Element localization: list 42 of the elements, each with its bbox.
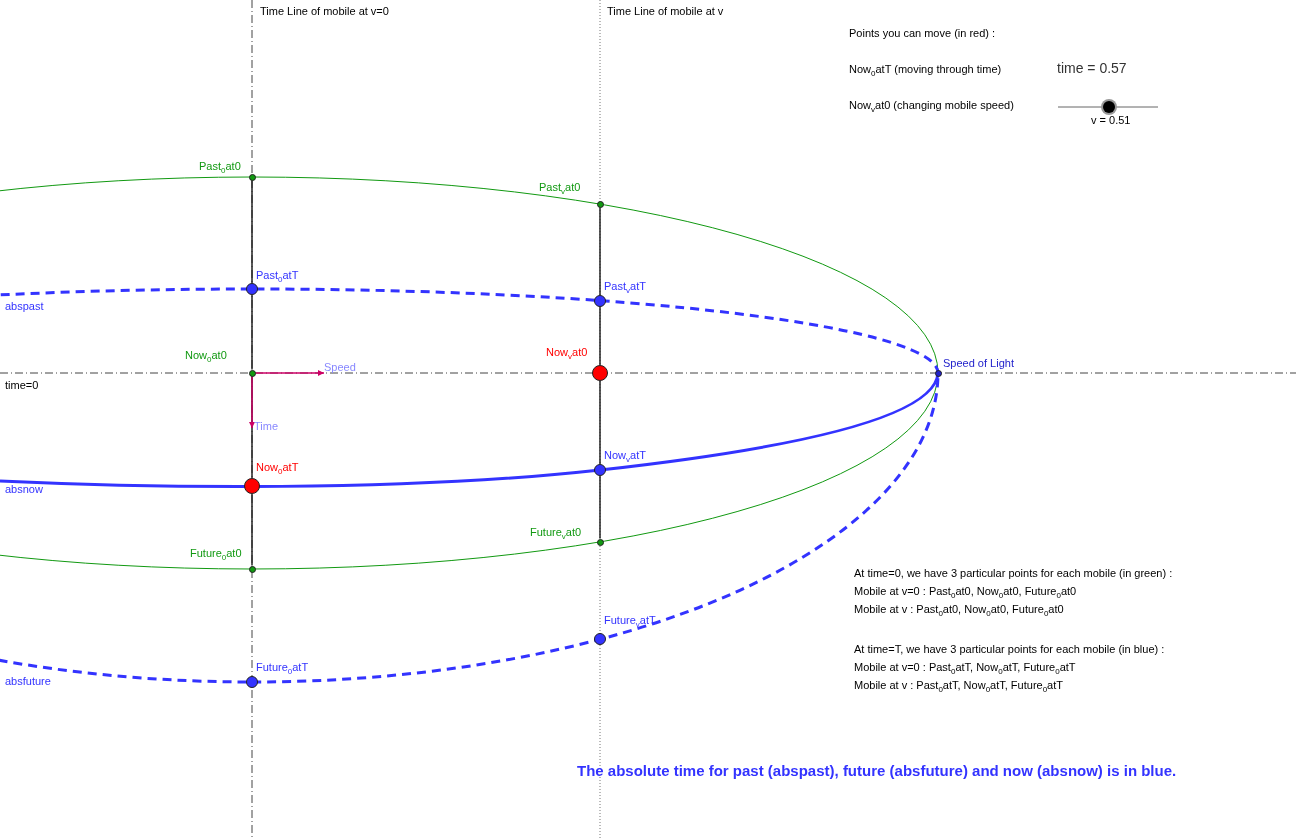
point-label: Future$_{v}$atT — [604, 614, 656, 626]
arrow — [249, 375, 255, 429]
line-segment — [599, 475, 601, 540]
curve-label: absnow — [5, 483, 43, 495]
point-label: Past$_{0}$at0 — [199, 160, 241, 172]
axis-label: Speed — [324, 361, 356, 373]
note-text: Mobile at v=0 : Past$_{0}$at0, Now$_{0}$at0, Future$_{0}$at0 — [854, 585, 1077, 597]
point-label: Past$_{v}$at0 — [539, 181, 581, 193]
arrow — [254, 370, 325, 376]
instruction-text: Points you can move (in red) : — [849, 27, 996, 39]
instruction-text: Now$_{0}$atT (moving through time) — [849, 63, 1002, 75]
axis-title: Time Line of mobile at v=0 — [260, 5, 389, 17]
curve-label: abspast — [5, 300, 44, 312]
note-text: Mobile at v : Past$_{0}$at0, Now$_{0}$at0, Future$_{0}$at0 — [854, 603, 1064, 615]
point-label: Now$_{v}$at0 — [546, 346, 588, 358]
point-label: Past$_{0}$atT — [256, 269, 299, 281]
point-label: Future$_{0}$at0 — [190, 547, 242, 559]
instruction-text: Now$_{v}$at0 (changing mobile speed) — [849, 99, 1014, 111]
line-segment — [251, 179, 253, 284]
point-label: Now$_{0}$atT — [256, 461, 299, 473]
point-label: Future$_{0}$atT — [256, 661, 309, 673]
caption: The absolute time for past (abspast), future (absfuture) and now (absnow) is in blue. — [577, 762, 1177, 779]
line-segment — [251, 294, 253, 371]
point-label: Past$_{v}$atT — [604, 280, 646, 292]
axis-title: Time Line of mobile at v — [607, 5, 724, 17]
slider-value: v = 0.51 — [1091, 114, 1131, 126]
line-segment — [599, 380, 601, 465]
note-text: At time=T, we have 3 particular points for each mobile (in blue) : — [854, 643, 1165, 655]
line-segment — [599, 206, 601, 296]
note-text: At time=0, we have 3 particular points for each mobile (in green) : — [854, 567, 1173, 579]
curve-label: absfuture — [5, 675, 51, 687]
point-label: Now$_{0}$at0 — [185, 349, 227, 361]
point-label: Speed of Light — [943, 357, 1014, 369]
axis-label: Time — [254, 420, 279, 432]
line-segment — [599, 306, 601, 366]
note-text: Mobile at v=0 : Past$_{0}$atT, Now$_{0}$atT, Future$_{0}$atT — [854, 661, 1076, 673]
note-text: Mobile at v : Past$_{0}$atT, Now$_{0}$atT, Future$_{0}$atT — [854, 679, 1063, 691]
point-label: Future$_{v}$at0 — [530, 526, 582, 538]
axis-label: time=0 — [5, 379, 39, 391]
line-segment — [251, 493, 253, 567]
time-value: time = 0.57 — [1057, 60, 1127, 76]
point-label: Now$_{v}$atT — [604, 449, 646, 461]
